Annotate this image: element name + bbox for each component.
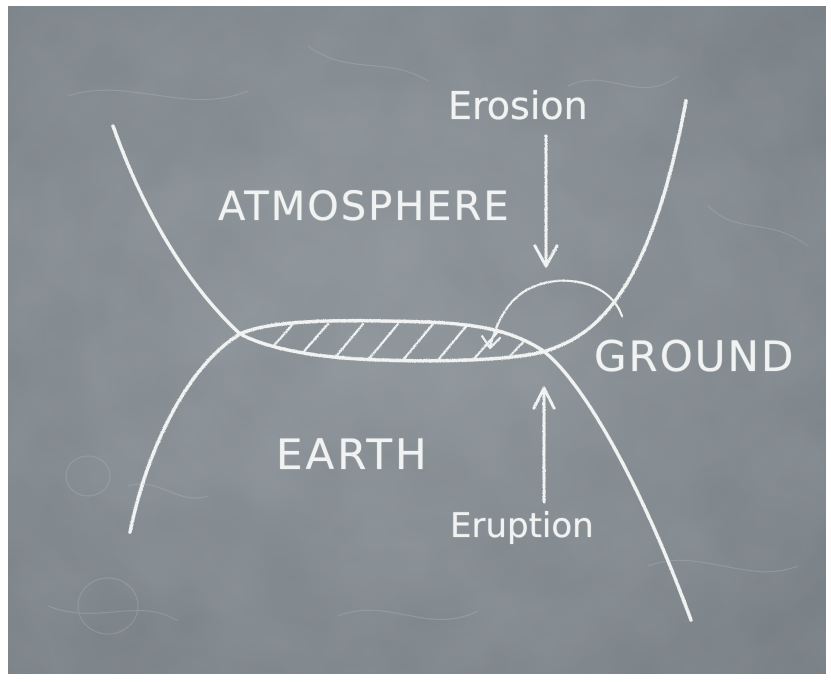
atmosphere-label: ATMOSPHERE — [218, 184, 511, 230]
ground-label: GROUND — [594, 332, 795, 381]
eruption-label: Eruption — [450, 506, 594, 546]
earth-label: EARTH — [276, 430, 430, 479]
chalkboard: Erosion ATMOSPHERE GROUND EARTH Eruption — [8, 6, 826, 674]
erosion-label: Erosion — [448, 84, 588, 128]
